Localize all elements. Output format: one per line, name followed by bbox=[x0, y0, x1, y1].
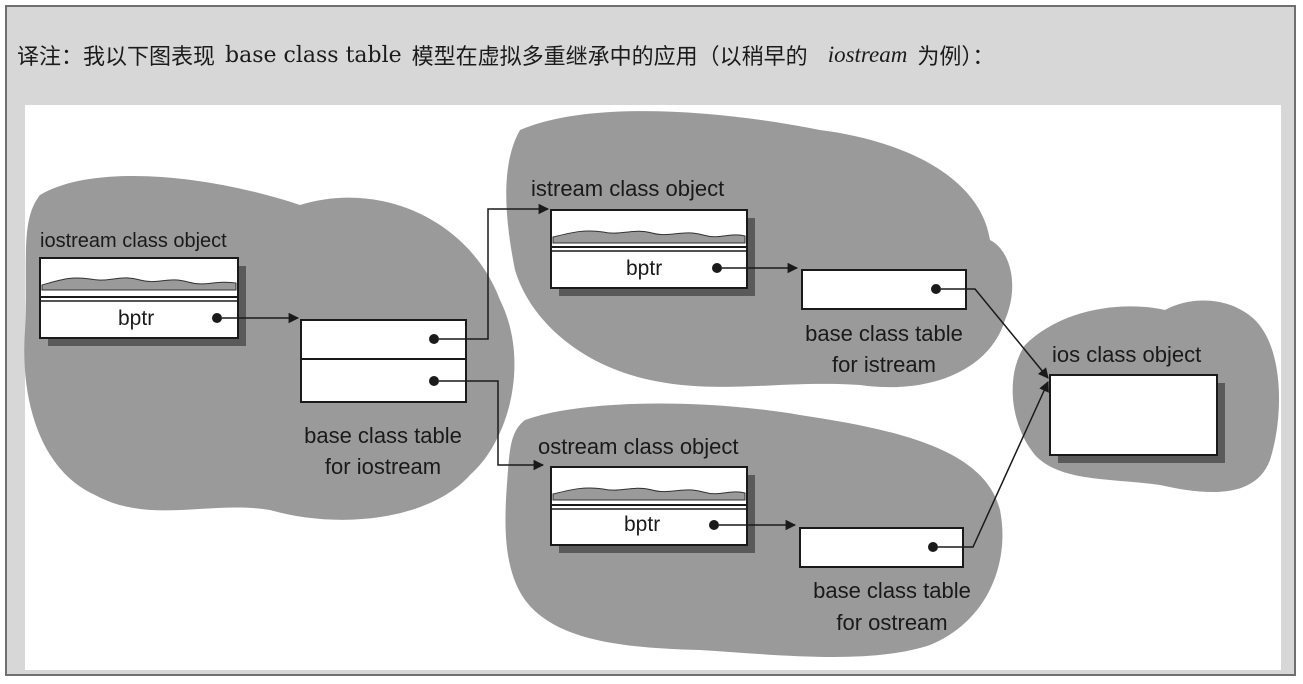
iostream-to-istream-arrow bbox=[439, 203, 550, 340]
iostream-base-table bbox=[300, 319, 467, 403]
ostream-to-ios-arrow bbox=[938, 381, 1049, 548]
istream-table-label-1: base class table bbox=[805, 321, 963, 346]
ostream-table-label-2: for ostream bbox=[836, 610, 947, 635]
iostream-data-squiggle bbox=[41, 277, 237, 291]
iostream-table-label-1: base class table bbox=[304, 423, 462, 448]
translator-note: 译注：我以下图表现 base class table 模型在虚拟多重继承中的应用… bbox=[17, 35, 994, 75]
iostream-table-slot1-dot bbox=[429, 334, 439, 344]
istream-to-ios-arrow bbox=[941, 288, 1049, 379]
ostream-data-squiggle bbox=[552, 487, 746, 501]
note-example: iostream bbox=[827, 42, 908, 67]
iostream-table-label-2: for iostream bbox=[325, 454, 441, 479]
iostream-bptr-label: bptr bbox=[118, 307, 154, 330]
iostream-object-title: iostream class object bbox=[40, 230, 227, 252]
ostream-bptr-label: bptr bbox=[624, 513, 660, 536]
note-prefix: 译注：我以下图表现 bbox=[17, 45, 216, 70]
istream-region bbox=[506, 111, 1013, 388]
iostream-to-ostream-arrow bbox=[439, 380, 545, 471]
istream-table-slot-dot bbox=[931, 284, 941, 294]
istream-table-label-2: for istream bbox=[832, 352, 936, 377]
iostream-bptr-dot bbox=[212, 313, 222, 323]
istream-object-box bbox=[550, 209, 748, 289]
istream-bptr-label: bptr bbox=[626, 257, 662, 280]
note-suffix: 为例）： bbox=[917, 45, 995, 70]
iostream-table-slot2-dot bbox=[429, 376, 439, 386]
istream-object-title: istream class object bbox=[531, 176, 724, 201]
ostream-bptr-dot bbox=[709, 520, 719, 530]
ostream-table-slot-dot bbox=[928, 542, 938, 552]
note-term: base class table bbox=[225, 42, 402, 68]
note-middle: 模型在虚拟多重继承中的应用（以稍早的 bbox=[411, 45, 808, 70]
ostream-table-label-1: base class table bbox=[813, 578, 971, 603]
ios-object-box bbox=[1049, 374, 1218, 456]
ostream-object-title: ostream class object bbox=[538, 434, 739, 459]
ios-object-title: ios class object bbox=[1052, 342, 1201, 367]
istream-bptr-dot bbox=[712, 263, 722, 273]
istream-data-squiggle bbox=[552, 230, 746, 244]
